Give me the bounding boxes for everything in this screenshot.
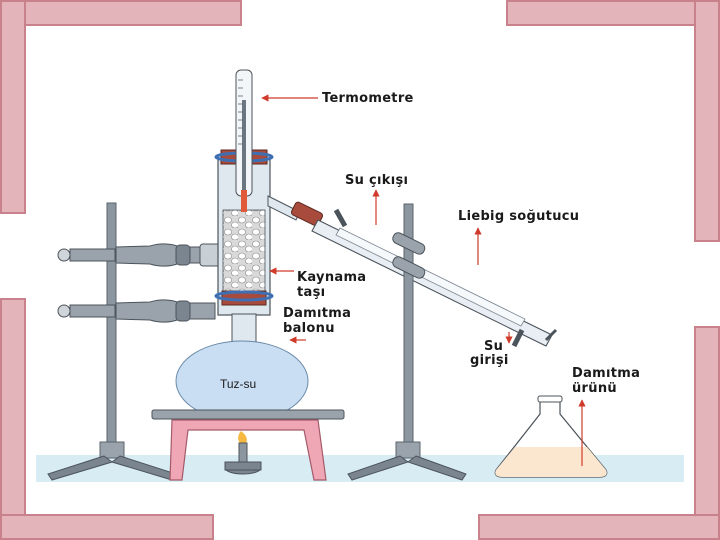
tripod [151,409,345,481]
lower-clamp [57,299,216,323]
label-water-out: Su çıkışı [345,173,409,188]
frame-right-upper [694,0,720,242]
thermometer [235,69,253,212]
label-product-line2: ürünü [572,381,617,396]
frame-left-upper [0,0,26,214]
label-water-in-line2: girişi [470,353,509,368]
label-boiling-stone-line2: taşı [297,285,326,300]
label-product-line1: Damıtma [572,366,641,381]
frame-top-right [506,0,720,26]
annotation-arrows [261,94,586,466]
label-condenser: Liebig soğutucu [458,209,580,224]
frame-left-lower [0,298,26,540]
right-stand [347,203,467,481]
label-flask-line1: Damıtma [283,306,352,321]
frame-top-left [0,0,242,26]
label-boiling-stone-line1: Kaynama [297,270,367,285]
label-thermometer: Termometre [322,91,414,106]
label-flask-line2: balonu [283,321,335,336]
frame-right-lower [694,326,720,540]
bunsen-burner [224,431,262,475]
receiving-flask [494,395,608,478]
label-water-in-line1: Su [484,339,504,354]
frame-bottom-right [478,514,720,540]
flask-content-label: Tuz-su [220,377,257,391]
upper-clamp [57,243,231,267]
distillation-column [214,149,274,361]
liebig-condenser [267,195,558,348]
frame-bottom-left [0,514,214,540]
left-stand [47,202,177,481]
